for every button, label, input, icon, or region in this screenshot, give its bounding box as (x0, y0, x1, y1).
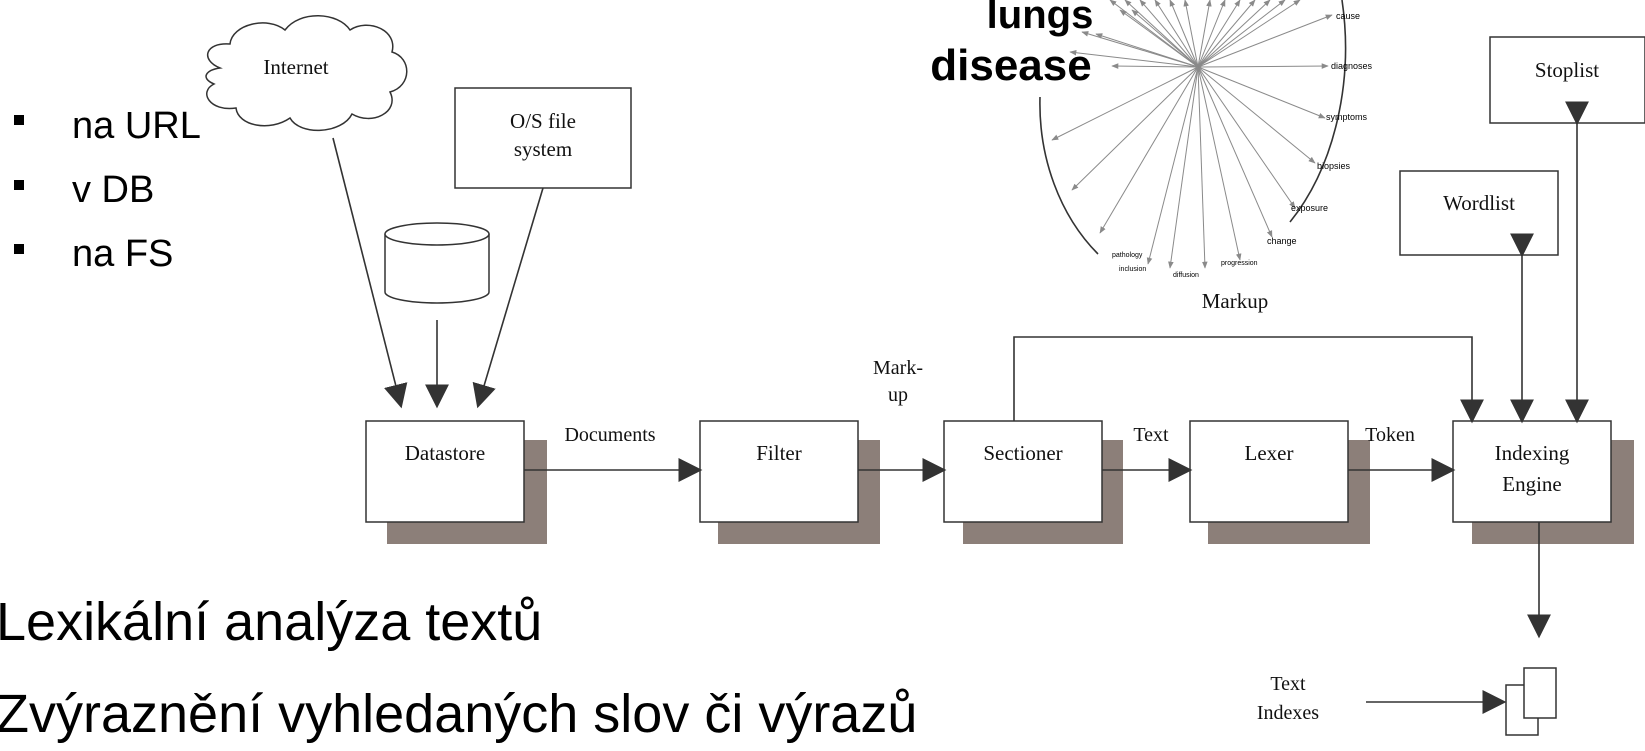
term-symptoms: symptoms (1326, 112, 1368, 122)
radial-ray (1051, 66, 1199, 141)
indexing-engine-box: Indexing Engine (1452, 420, 1612, 523)
internet-label: Internet (263, 55, 328, 79)
token-label: Token (1365, 424, 1415, 446)
bullet-marker (14, 115, 24, 125)
radial-ray (1071, 66, 1199, 191)
datastore-box: Datastore (365, 420, 525, 523)
radial-ray (1146, 66, 1199, 265)
radial-ray (1197, 0, 1256, 68)
engine-label-2: Engine (1502, 472, 1561, 496)
database-icon (384, 222, 490, 304)
term-diagnoses: diagnoses (1331, 61, 1373, 71)
radial-ray (1154, 0, 1199, 68)
document-stack-icon (1505, 667, 1557, 736)
stoplist-box: Stoplist (1489, 36, 1645, 124)
bullet-item: na FS (72, 233, 173, 275)
markup-graphic: lungs disease cause diagnoses symptoms b… (930, 0, 1373, 313)
lexer-box: Lexer (1189, 420, 1349, 523)
stoplist-label: Stoplist (1535, 58, 1599, 82)
markup-caption: Markup (1202, 289, 1269, 313)
os-fs-label-2: system (514, 137, 572, 161)
radial-ray (1197, 14, 1333, 68)
term-exposure: exposure (1291, 203, 1328, 213)
radial-ray (1197, 0, 1241, 68)
radial-ray (1197, 66, 1208, 269)
term-inclusion: inclusion (1119, 266, 1146, 273)
radial-ray (1197, 66, 1316, 164)
radial-ray (1183, 0, 1199, 68)
radial-ray (1119, 9, 1199, 68)
bullet-list: na URL v DB na FS (14, 105, 201, 275)
term-pathology: pathology (1112, 252, 1143, 259)
term-biopsies: biopsies (1317, 161, 1351, 171)
documents-label: Documents (564, 424, 655, 446)
radial-ray (1197, 66, 1242, 261)
sectioner-box: Sectioner (943, 420, 1103, 523)
term-cause: cause (1336, 11, 1360, 21)
engine-label-1: Indexing (1495, 441, 1570, 465)
wordlist-box: Wordlist (1399, 170, 1559, 256)
radial-ray (1197, 0, 1301, 68)
wordlist-label: Wordlist (1443, 191, 1515, 215)
bottom-line-highlighting: Zvýraznění vyhledaných slov či výrazů (0, 684, 917, 744)
os-fs-label-1: O/S file (510, 109, 576, 133)
text-indexes-label-2: Indexes (1257, 702, 1319, 724)
bullet-marker (14, 244, 24, 254)
fs-to-datastore-arrow (472, 187, 544, 409)
radial-ray (1069, 49, 1199, 68)
lexer-label: Lexer (1245, 441, 1294, 465)
radial-ray (1111, 63, 1199, 69)
text-indexes-label-1: Text (1270, 673, 1306, 695)
sectioner-to-engine-arrow (1013, 336, 1484, 424)
radial-ray (1131, 9, 1199, 68)
term-diffusion: diffusion (1173, 272, 1199, 279)
term-change: change (1267, 236, 1297, 246)
arc-left (1039, 96, 1099, 255)
radial-ray (1081, 31, 1199, 68)
internet-cloud: Internet (205, 15, 408, 131)
radial-ray (1169, 0, 1199, 68)
radial-ray (1197, 0, 1226, 68)
ray-group (1051, 0, 1333, 269)
radial-ray (1197, 0, 1286, 68)
os-file-system-box: O/S file system (454, 87, 632, 189)
arc-right (1289, 0, 1347, 223)
radial-ray (1168, 66, 1199, 269)
radial-ray (1197, 66, 1326, 119)
radial-ray (1197, 0, 1271, 68)
markup-label-1: Mark- (873, 357, 923, 379)
sectioner-label: Sectioner (983, 441, 1062, 465)
radial-ray (1197, 66, 1273, 238)
radial-ray (1197, 66, 1296, 209)
term-progression: progression (1221, 260, 1258, 267)
title-disease: disease (930, 41, 1091, 90)
datastore-label: Datastore (405, 441, 485, 465)
bullet-item: v DB (72, 169, 154, 211)
radial-ray (1197, 0, 1212, 68)
filter-label: Filter (756, 441, 802, 465)
filter-box: Filter (699, 420, 859, 523)
internet-to-datastore-arrow (332, 137, 408, 409)
bullet-marker (14, 180, 24, 190)
radial-ray (1099, 66, 1199, 234)
text-label: Text (1133, 424, 1169, 446)
title-lungs: lungs (987, 0, 1094, 37)
radial-ray (1197, 63, 1329, 69)
markup-label-2: up (888, 384, 908, 406)
bottom-line-lexical: Lexikální analýza textů (0, 592, 542, 652)
radial-ray (1139, 0, 1199, 68)
bullet-item: na URL (72, 105, 201, 147)
